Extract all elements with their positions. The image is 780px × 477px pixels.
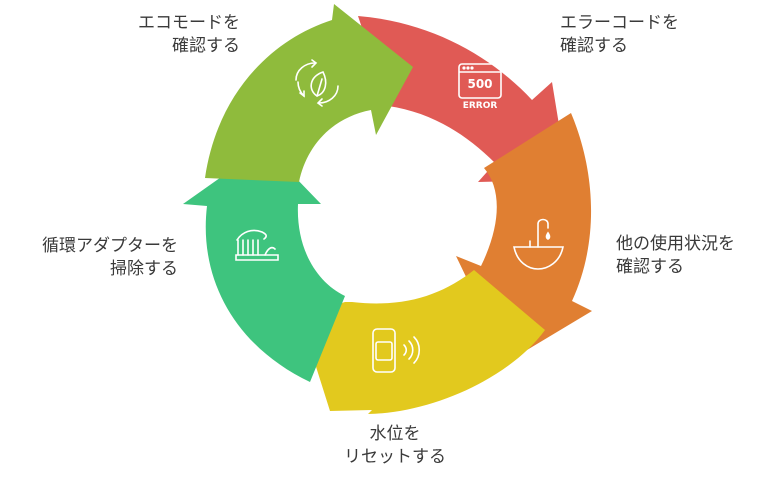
error-icon-number: 500	[467, 77, 492, 91]
step-label-water-level-line2: リセットする	[344, 447, 446, 467]
step-label-circulation-adapter-line1: 循環アダプターを	[42, 236, 178, 256]
eco-cycle-icon	[295, 59, 339, 107]
step-label-other-usage: 他の使用状況を 確認する	[616, 233, 735, 279]
error-icon-word: ERROR	[463, 101, 498, 111]
step-label-error-code: エラーコードを 確認する	[560, 12, 679, 58]
cycle-segment-water-level	[300, 270, 545, 414]
toothbrush-icon	[235, 229, 279, 261]
step-label-error-code-line2: 確認する	[560, 36, 628, 56]
step-label-circulation-adapter-line2: 掃除する	[110, 259, 178, 279]
step-label-circulation-adapter: 循環アダプターを 掃除する	[10, 235, 178, 281]
water-sensor-icon	[372, 328, 421, 373]
sink-faucet-icon	[513, 218, 564, 270]
step-label-eco-mode-line1: エコモードを	[138, 13, 240, 33]
step-label-other-usage-line2: 確認する	[616, 257, 684, 277]
cycle-segment-circulation-adapter	[183, 146, 345, 382]
cycle-segment-eco-mode	[205, 4, 413, 182]
cycle-segment-error-code	[358, 16, 568, 182]
step-label-eco-mode-line2: 確認する	[172, 36, 240, 56]
step-label-other-usage-line1: 他の使用状況を	[616, 234, 735, 254]
step-label-eco-mode: エコモードを 確認する	[90, 12, 240, 58]
step-label-error-code-line1: エラーコードを	[560, 13, 679, 33]
step-label-water-level: 水位を リセットする	[330, 423, 460, 469]
step-label-water-level-line1: 水位を	[369, 424, 421, 444]
error-500-icon: 500 ERROR	[458, 63, 502, 111]
